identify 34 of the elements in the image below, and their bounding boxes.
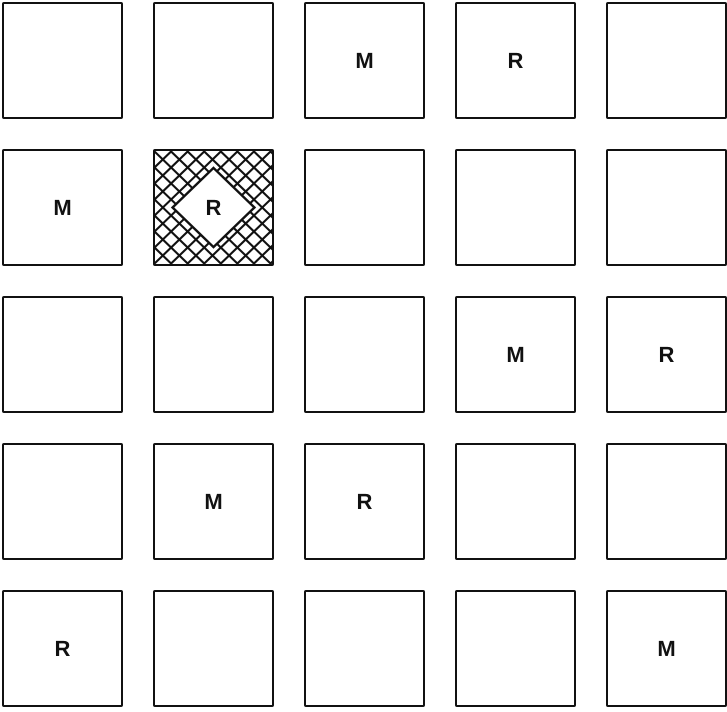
grid-letter: M <box>53 194 72 222</box>
grid-letter: R <box>508 47 524 75</box>
letter-box <box>2 149 123 266</box>
grid-letter: R <box>54 635 70 663</box>
empty-box <box>455 443 576 560</box>
empty-box <box>2 443 123 560</box>
empty-box <box>2 2 123 119</box>
empty-box <box>304 296 425 413</box>
grid-letter: M <box>204 488 223 516</box>
empty-box <box>455 149 576 266</box>
grid-letter: M <box>506 341 525 369</box>
empty-box <box>606 2 727 119</box>
letter-box <box>304 2 425 119</box>
letter-box <box>606 590 727 707</box>
empty-box <box>304 590 425 707</box>
empty-box <box>153 296 274 413</box>
grid-letter: R <box>356 488 372 516</box>
letter-box <box>304 443 425 560</box>
empty-box <box>455 590 576 707</box>
empty-box <box>2 296 123 413</box>
empty-box <box>304 149 425 266</box>
letter-box <box>2 590 123 707</box>
grid-letter: R <box>206 194 222 222</box>
letter-box <box>455 2 576 119</box>
empty-box <box>606 149 727 266</box>
letter-box <box>455 296 576 413</box>
empty-box <box>153 590 274 707</box>
letter-box <box>606 296 727 413</box>
grid-letter: M <box>355 47 374 75</box>
grid-letter: M <box>657 635 676 663</box>
empty-box <box>153 2 274 119</box>
grid-letter: R <box>658 341 674 369</box>
empty-box <box>606 443 727 560</box>
letter-box <box>153 443 274 560</box>
